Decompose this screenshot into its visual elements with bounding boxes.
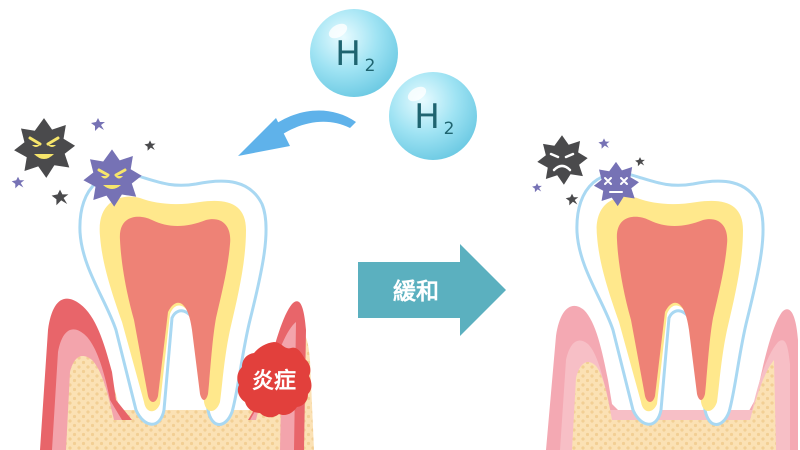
molecule-element: H [414,97,440,137]
bacteria-dot [598,138,610,149]
inflammation-badge: 炎症 [237,342,312,418]
hydrogen-molecule: H 2 [310,9,398,97]
bacteria-dot [91,118,105,131]
molecule-subscript: 2 [365,56,376,76]
healthy-tooth-illustration [532,135,798,450]
bacteria-dark-angry [14,118,76,178]
bacteria-purple-angry [83,149,142,207]
molecule-element: H [335,34,361,74]
bacteria-dark-sad [537,135,588,185]
bacteria-purple-defeated [593,161,639,207]
inflammation-label: 炎症 [252,368,296,394]
bone-right [572,360,776,450]
bacteria-dot [144,140,156,151]
relief-label: 緩和 [393,278,439,305]
curved-arrow [238,110,356,156]
bacteria-dot [635,157,645,167]
bacteria-dot [11,176,25,189]
bacteria-dot [532,183,542,193]
bacteria-dot [565,193,579,206]
molecule-subscript: 2 [444,119,455,139]
hydrogen-molecule: H 2 [389,72,477,160]
inflamed-tooth-illustration: 炎症 [11,118,314,450]
bacteria-dot [51,189,69,206]
relief-arrow: 緩和 [358,244,506,336]
